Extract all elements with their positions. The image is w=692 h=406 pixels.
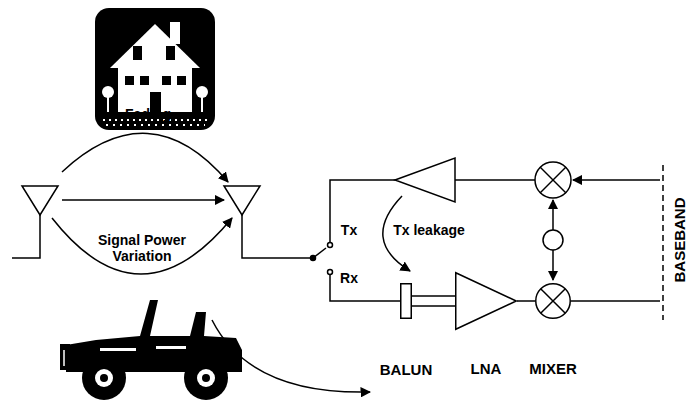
part-name: BALUN <box>380 361 433 379</box>
propagation-arrows <box>52 133 370 392</box>
rx-label: Rx <box>337 270 361 286</box>
node-outline <box>455 272 517 330</box>
signal-wire <box>517 301 535 302</box>
baseband-boundary <box>571 165 663 320</box>
mixer-symbol: MIXER <box>535 283 571 319</box>
fading-label: Fading <box>118 106 178 122</box>
tx-label: Tx <box>337 222 361 238</box>
leakage-label: Tx leakage <box>393 222 465 238</box>
node-outline <box>535 283 571 319</box>
signal-wire <box>412 296 455 306</box>
local-oscillator <box>543 200 563 280</box>
lna-amplifier: LNA <box>455 272 517 330</box>
baseband-label: BASEBAND <box>672 197 688 282</box>
node-outline <box>400 283 412 319</box>
signal-label: Signal Power Variation <box>82 232 202 264</box>
part-name: LNA <box>471 360 502 378</box>
tx-chain <box>383 158 660 271</box>
balun-box: BALUN <box>400 283 412 319</box>
house-icon <box>95 8 215 130</box>
part-name: MIXER <box>529 360 577 378</box>
tx-rx-switch <box>311 180 401 301</box>
jeep-icon <box>60 300 242 400</box>
